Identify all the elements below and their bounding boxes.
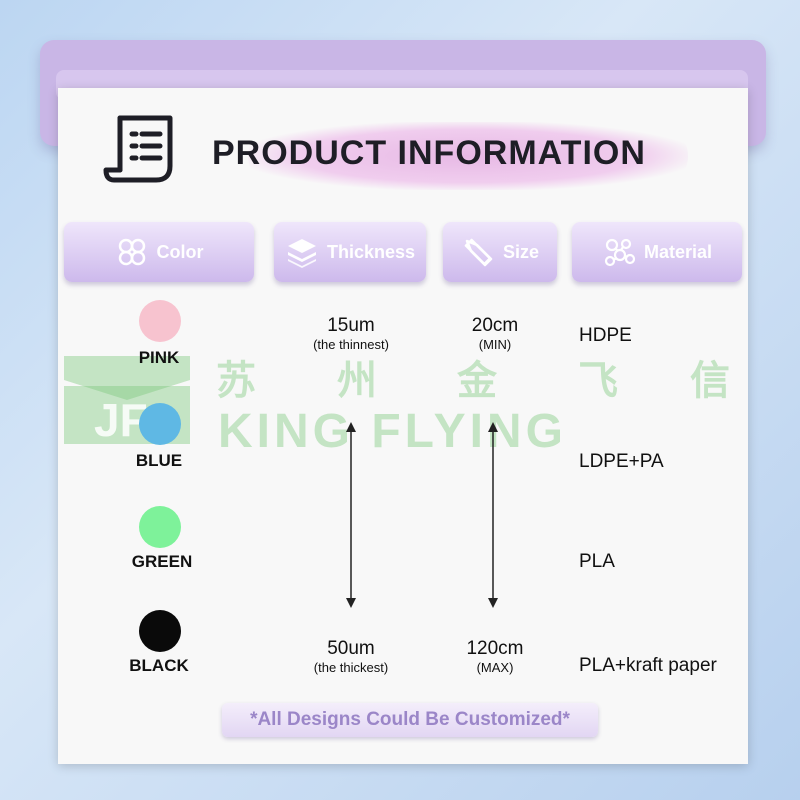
thickness-max-value: 50um [327, 638, 375, 659]
watermark-logo: JF [64, 356, 190, 444]
ruler-pencil-icon [464, 238, 493, 267]
tab-thickness[interactable]: Thickness [274, 222, 426, 282]
watermark-cn-char: 州 [337, 359, 377, 403]
tab-size-label: Size [502, 241, 540, 262]
thickness-min: 15um (the thinnest) [281, 315, 421, 352]
watermark-en: KING FLYING [218, 405, 567, 458]
material-item: LDPE+PA [579, 451, 664, 472]
tab-size[interactable]: Size [443, 222, 557, 282]
customization-text: *All Designs Could Be Customized* [250, 709, 570, 730]
molecule-icon [604, 238, 636, 267]
watermark-cn-char: 金 [457, 359, 497, 403]
tab-color-label: Color [156, 241, 204, 262]
thickness-min-note: (the thinnest) [313, 337, 389, 352]
color-label-pink: PINK [138, 348, 180, 367]
thickness-min-value: 15um [327, 315, 375, 336]
material-item: PLA [579, 551, 615, 572]
color-swatch-green [139, 506, 181, 548]
title-brush-highlight [248, 122, 688, 190]
size-range-arrow [488, 422, 498, 608]
material-item: HDPE [579, 325, 632, 346]
size-min-note: (MIN) [478, 337, 512, 352]
color-swatch-blue [139, 403, 181, 445]
size-max-value: 120cm [466, 638, 524, 659]
size-min: 20cm (MIN) [425, 315, 565, 352]
color-swatch-black [139, 610, 181, 652]
tab-color[interactable]: Color [64, 222, 254, 282]
material-item: PLA+kraft paper [579, 655, 717, 676]
thickness-max: 50um (the thickest) [281, 638, 421, 675]
size-min-value: 20cm [471, 315, 519, 336]
color-swatch-pink [139, 300, 181, 342]
layers-icon [287, 239, 316, 268]
palette-icon [118, 238, 145, 266]
tab-material-label: Material [643, 241, 713, 262]
color-label-black: BLACK [129, 656, 189, 675]
watermark-cn-char: 飞 [578, 359, 618, 403]
thickness-range-arrow [346, 422, 356, 608]
thickness-max-note: (the thickest) [313, 660, 389, 675]
size-max-note: (MAX) [476, 660, 514, 675]
customization-banner: *All Designs Could Be Customized* [222, 703, 598, 737]
page-title: PRODUCT INFORMATION [212, 134, 646, 172]
size-max: 120cm (MAX) [425, 638, 565, 675]
watermark-logo-text: JF [94, 394, 148, 444]
watermark-cn-char: 信 [690, 359, 730, 403]
tab-material[interactable]: Material [572, 222, 742, 282]
header: PRODUCT INFORMATION [98, 108, 708, 192]
tab-thickness-label: Thickness [326, 241, 416, 262]
color-label-blue: BLUE [135, 451, 183, 470]
watermark-cn-char: 苏 [216, 359, 256, 403]
color-label-green: GREEN [131, 552, 193, 571]
document-list-icon [103, 115, 173, 183]
